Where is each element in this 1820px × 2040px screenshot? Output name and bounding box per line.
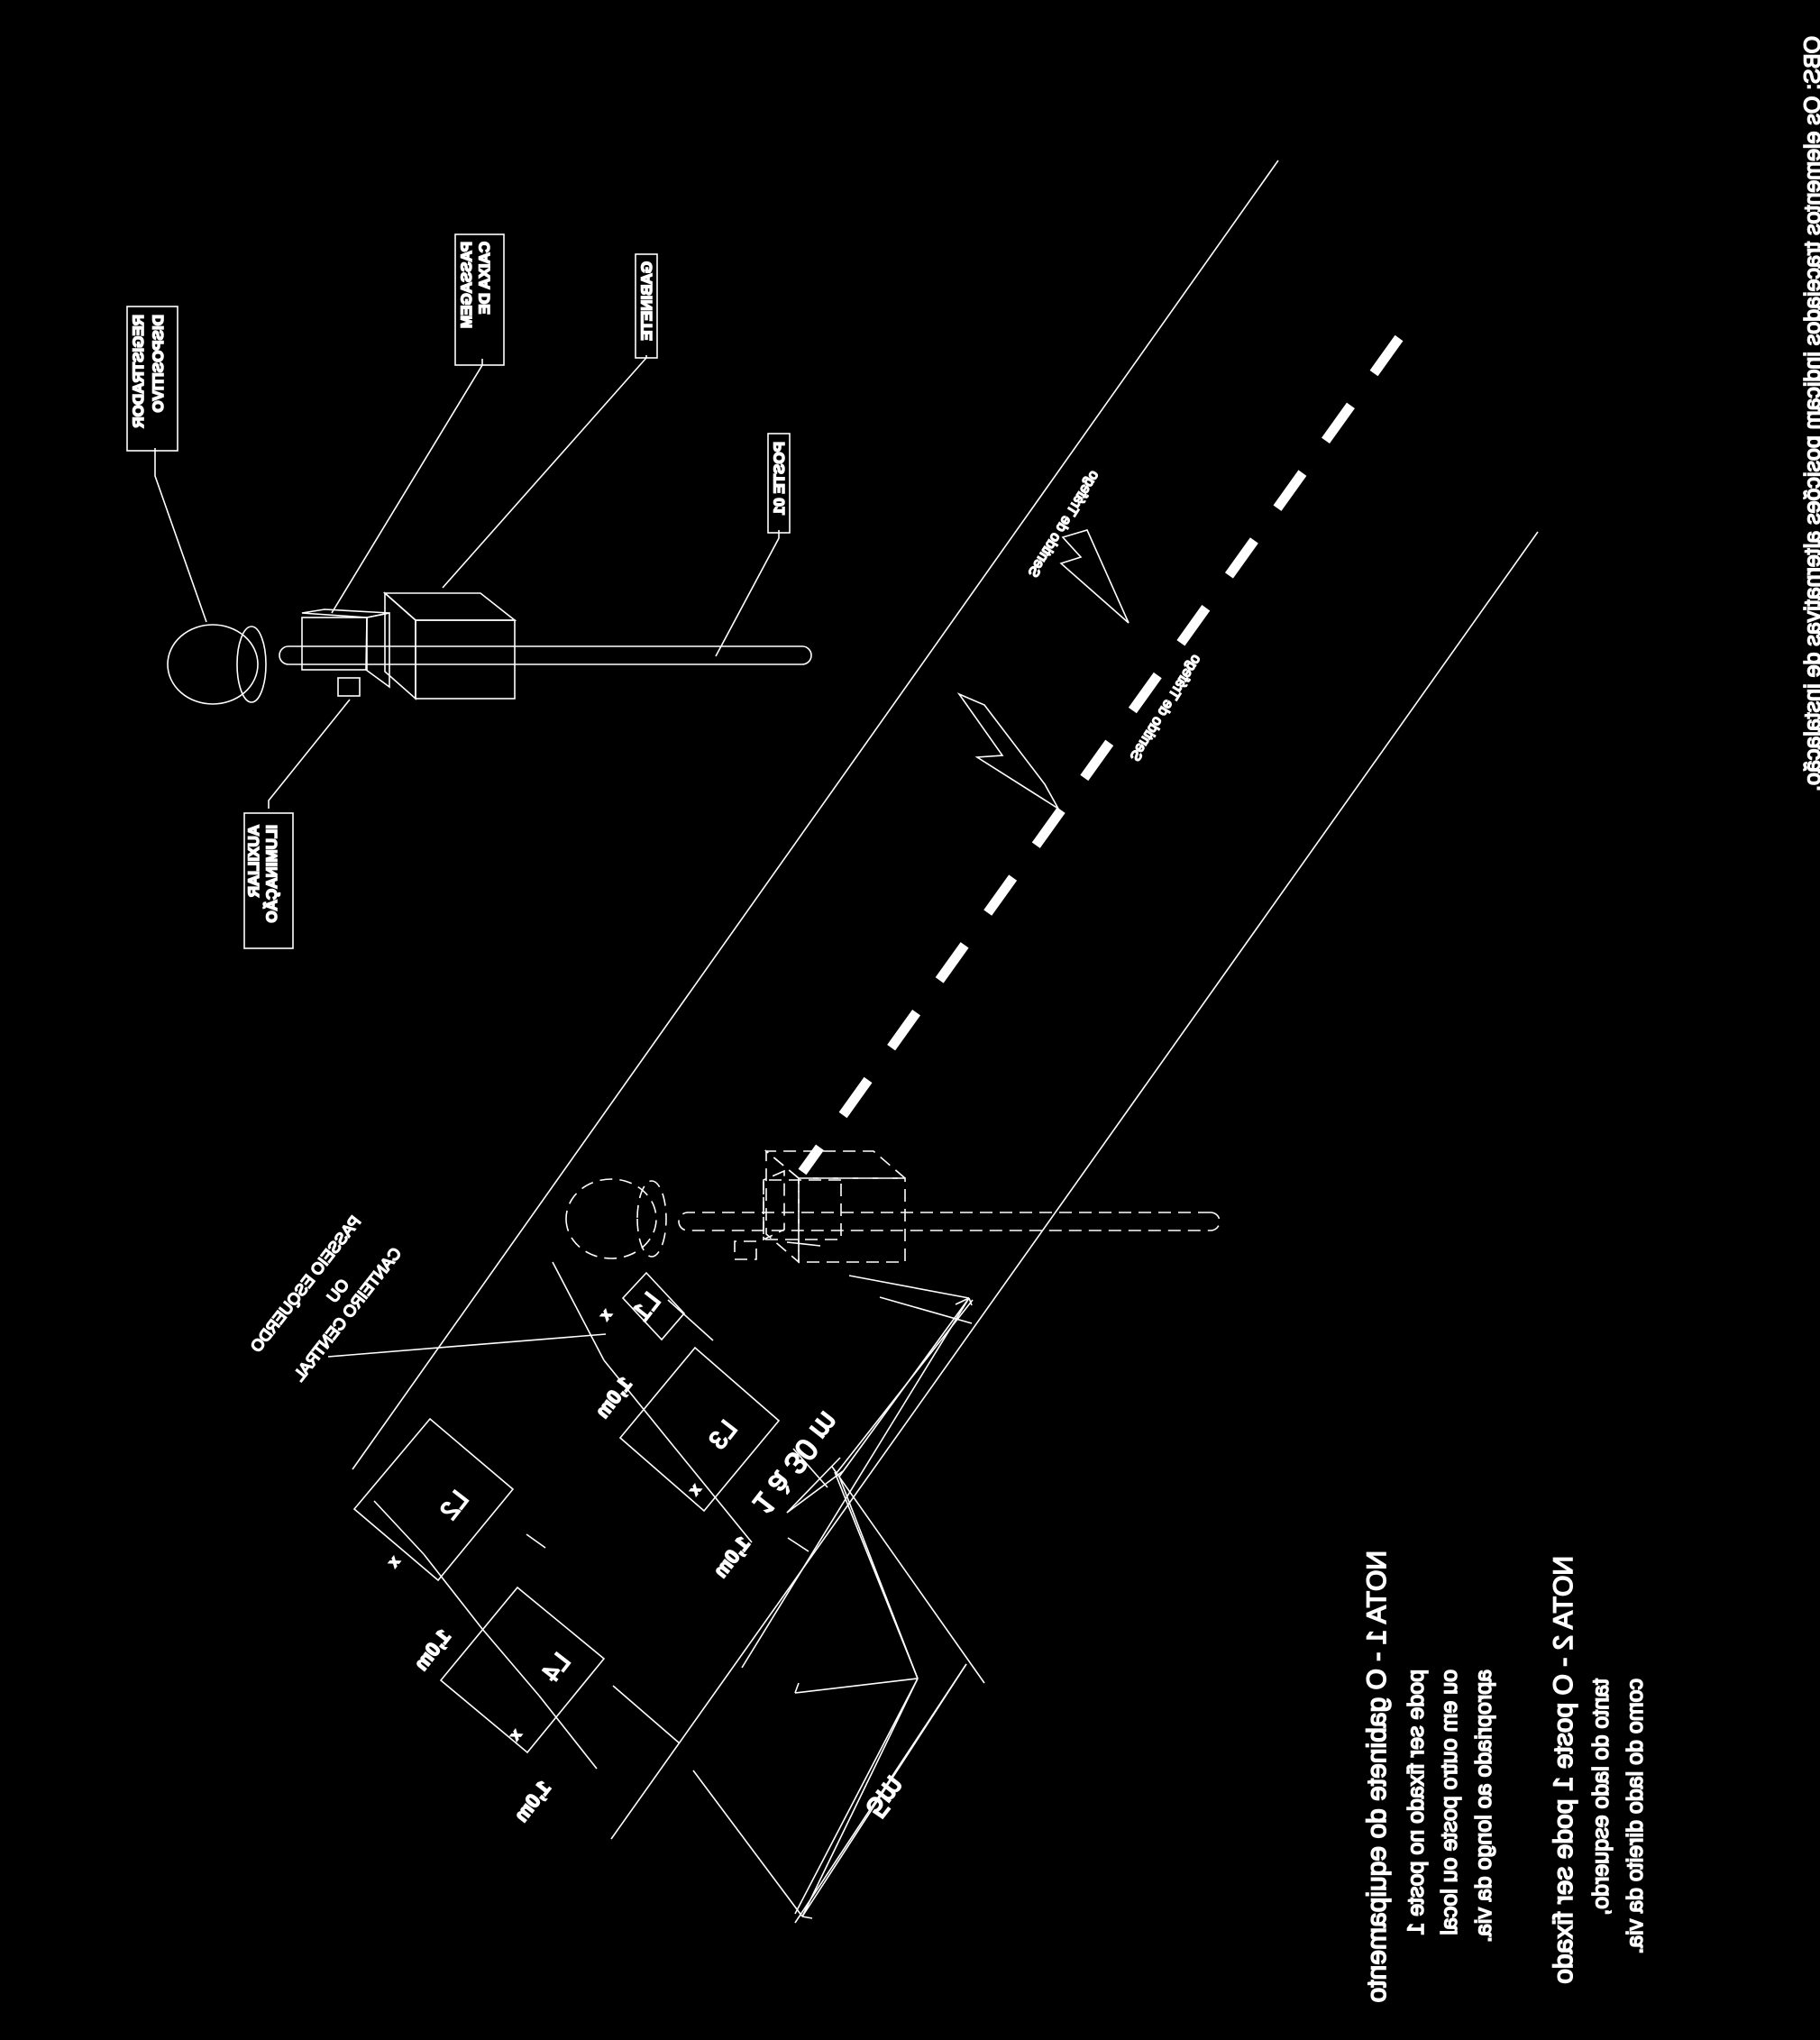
- svg-text:NOTA 1 - O gabinete do equipam: NOTA 1 - O gabinete do equipamento: [1362, 1551, 1392, 2002]
- dimension-lines-long: [327, 1241, 985, 1924]
- svg-text:apropriado ao longo da via.: apropriado ao longo da via.: [1471, 1670, 1496, 1943]
- label-gabinete: GABINETE: [638, 261, 655, 341]
- svg-text:ILUMINAÇÃO: ILUMINAÇÃO: [262, 825, 280, 923]
- svg-text:REGISTRADOR: REGISTRADOR: [130, 315, 147, 428]
- pole-assembly-main: [167, 591, 812, 705]
- svg-text:pode ser fixado no poste 1: pode ser fixado no poste 1: [1404, 1670, 1429, 1935]
- svg-text:tanto do lado esquerdo,: tanto do lado esquerdo,: [1588, 1679, 1614, 1916]
- box-gabinete: [635, 253, 658, 359]
- pole-assembly-alternative: [565, 1149, 1221, 1264]
- loop-l2: [352, 1417, 515, 1582]
- pole-01: [279, 645, 812, 665]
- road-edge-right: [610, 531, 1539, 1840]
- nota-2: NOTA 2 - O poste 1 pode ser fixado tanto…: [1548, 1555, 1649, 1984]
- loop-l4: [439, 1586, 606, 1754]
- box-registrador: [126, 306, 178, 452]
- svg-text:como do lado direito da via.: como do lado direito da via.: [1623, 1679, 1648, 1954]
- svg-text:ou em outro poste ou local: ou em outro poste ou local: [1437, 1670, 1462, 1935]
- center-dashed-line: [798, 334, 1404, 1176]
- obs-note: OBS: Os elementos tracejados indicam pos…: [1800, 36, 1820, 791]
- svg-text:CAIXA DE: CAIXA DE: [476, 242, 493, 315]
- svg-text:AUXILIAR: AUXILIAR: [245, 825, 262, 897]
- label-poste: POSTE 01: [771, 442, 788, 515]
- label-caixa: CAIXA DE PASSAGEM: [457, 241, 494, 329]
- traffic-arrow-upper: [956, 529, 1129, 810]
- leader-iluminacao: [268, 699, 351, 809]
- leader-registrador: [154, 448, 207, 623]
- caixa-passagem: [301, 608, 390, 689]
- loop-l3: [618, 1346, 781, 1513]
- gabinete-box: [382, 591, 517, 700]
- label-registrador: DISPOSITIVO REGISTRADOR: [129, 314, 168, 428]
- box-iluminacao: [243, 812, 294, 949]
- box-caixa: [454, 233, 505, 366]
- registrador-device: [167, 624, 259, 705]
- iluminacao-lamp: [337, 677, 361, 697]
- nota-1: NOTA 1 - O gabinete do equipamento pode …: [1361, 1550, 1497, 2003]
- svg-text:PASSAGEM: PASSAGEM: [458, 242, 475, 328]
- svg-text:NOTA 2 - O poste 1 pode ser fi: NOTA 2 - O poste 1 pode ser fixado: [1549, 1556, 1578, 1984]
- road-edge-left: [352, 160, 1279, 1470]
- loop-l1: [621, 1271, 686, 1341]
- svg-text:DISPOSITIVO: DISPOSITIVO: [150, 315, 167, 413]
- label-iluminacao: ILUMINAÇÃO AUXILIAR: [244, 824, 281, 923]
- box-poste: [767, 433, 791, 534]
- dimension-lines-loops: [373, 1261, 828, 1770]
